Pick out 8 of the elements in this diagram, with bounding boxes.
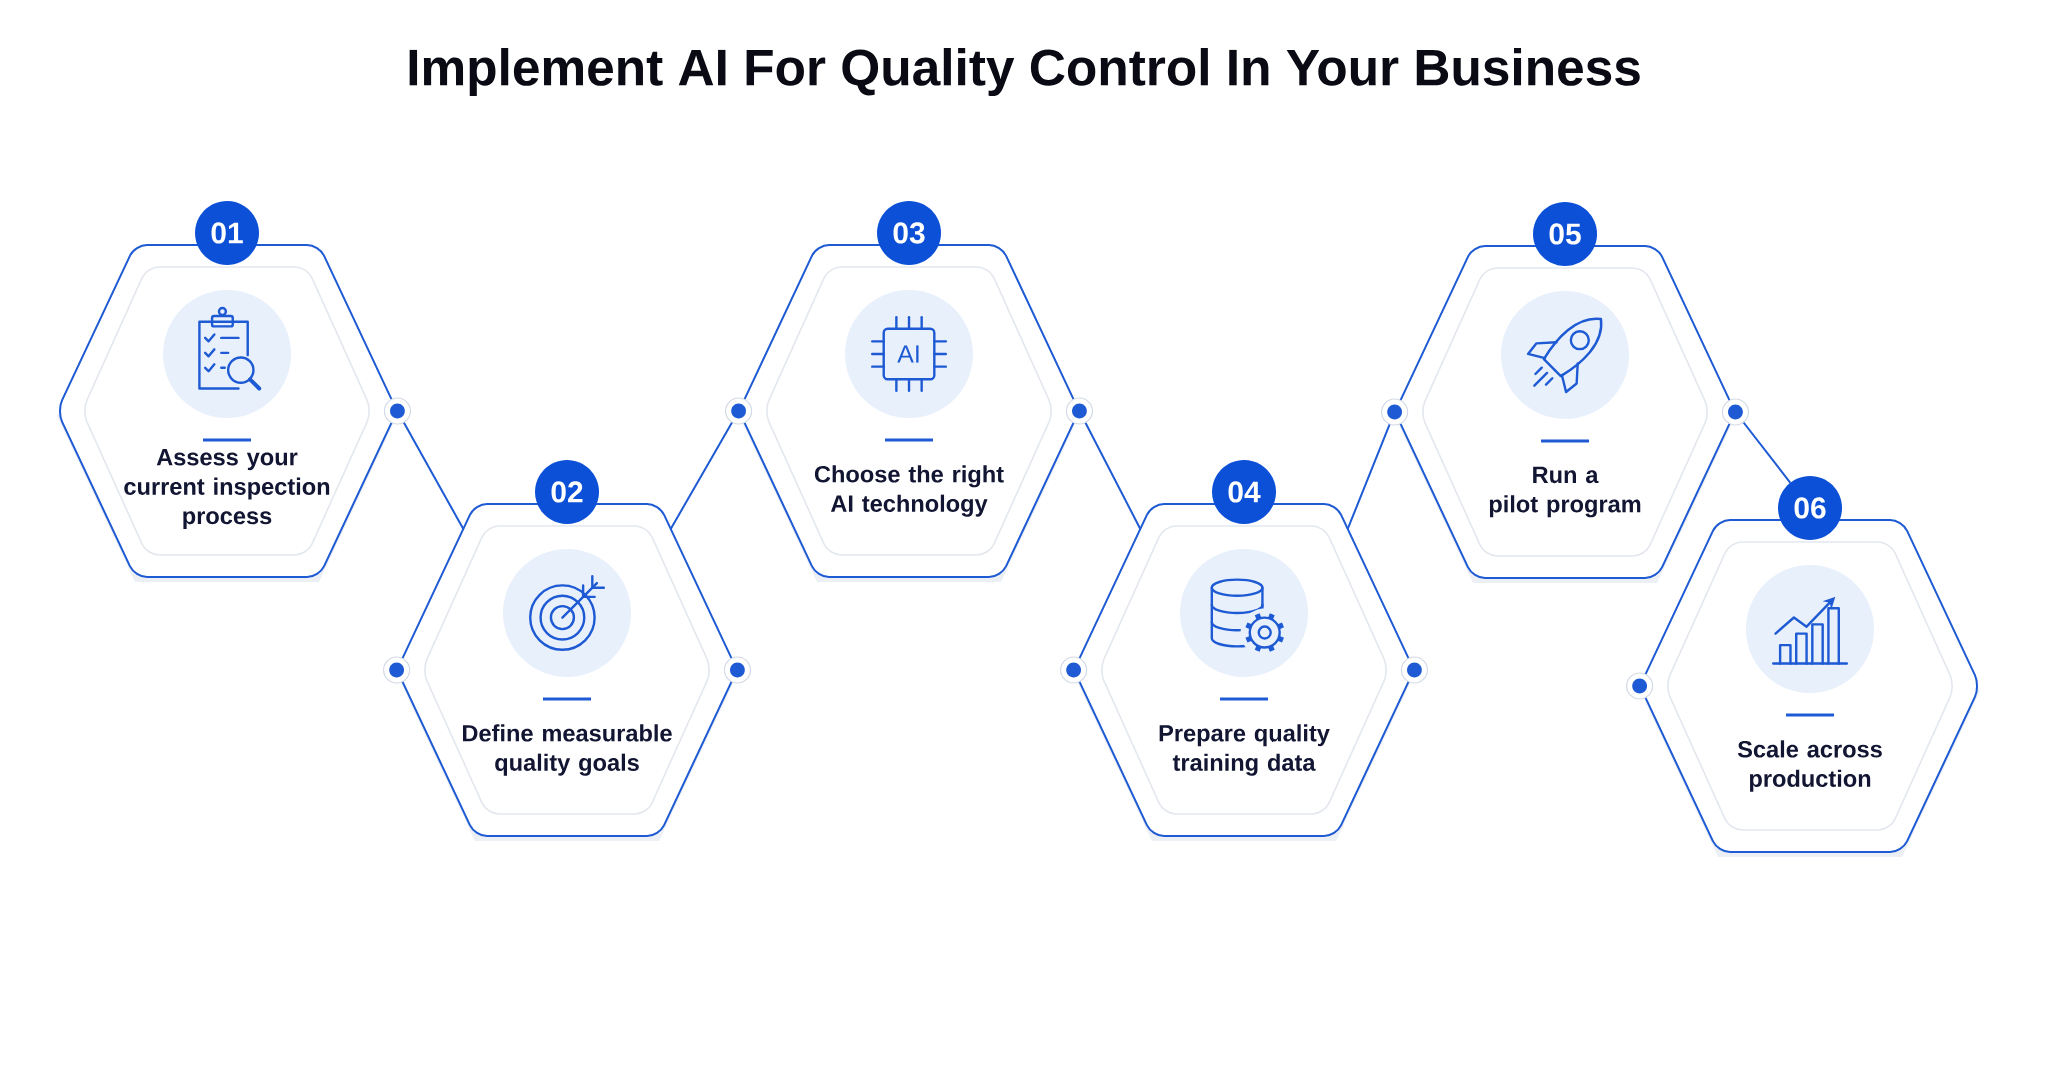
icon-text: AI: [897, 345, 919, 363]
number-badge: 03: [877, 201, 941, 265]
number-badge: 06: [1778, 476, 1842, 540]
title: Implement AI For Quality Control In Your Business: [409, 48, 1640, 96]
number-badge: 05: [1533, 202, 1597, 266]
number-badge: 04: [1212, 460, 1276, 524]
number-badge: 02: [535, 460, 599, 524]
number-badge: 01: [195, 201, 259, 265]
